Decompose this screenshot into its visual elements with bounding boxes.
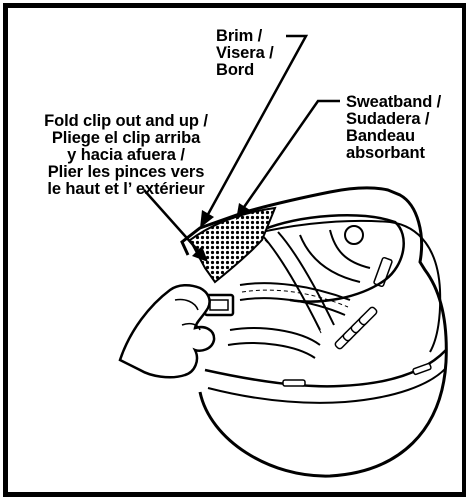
fold-clip-leader — [144, 190, 202, 255]
rim-slot — [283, 380, 305, 386]
brim-label: Brim / Visera / Bord — [216, 28, 274, 79]
sweatband-label: Sweatband / Sudadera / Bandeau absorbant — [346, 94, 441, 162]
fold-clip-label: Fold clip out and up / Pliege el clip ar… — [8, 113, 244, 198]
ratchet-knob — [345, 226, 363, 244]
